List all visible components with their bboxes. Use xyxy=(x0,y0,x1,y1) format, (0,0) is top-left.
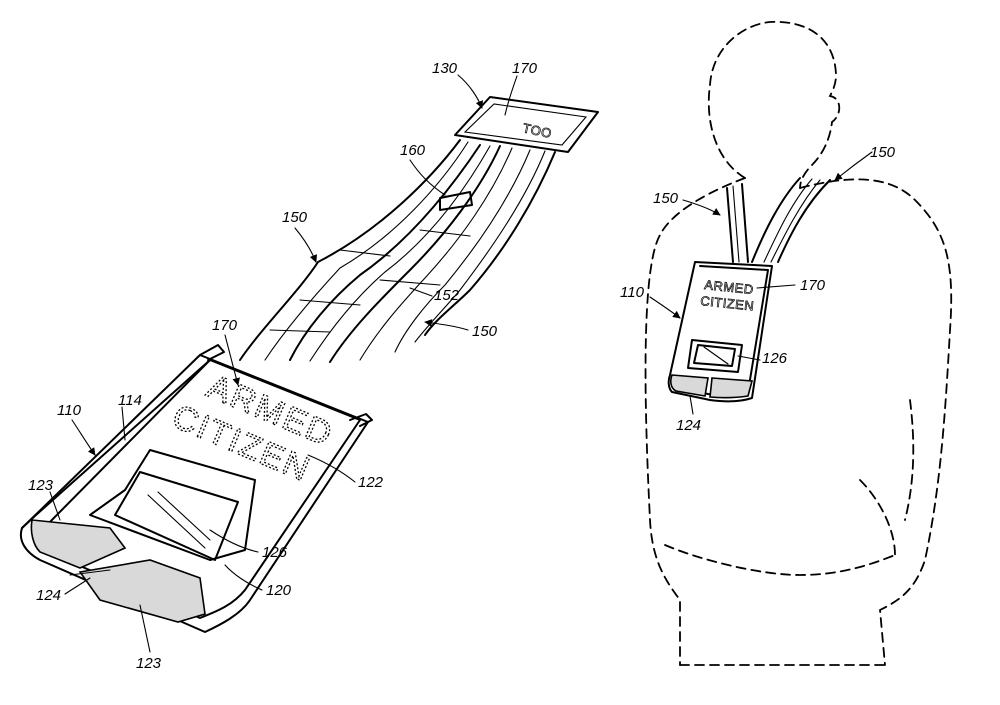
figure-left-strap-device: TOO xyxy=(20,60,599,672)
ref-114: 114 xyxy=(118,392,142,409)
ref-150-a: 150 xyxy=(653,190,679,207)
ref-130: 130 xyxy=(432,60,458,77)
leader-lines-left xyxy=(49,74,518,653)
ref-122: 122 xyxy=(358,474,384,491)
wearer-straps xyxy=(726,177,831,263)
ref-110: 110 xyxy=(620,284,645,301)
wearer-panel-text-citizen: CITIZEN xyxy=(700,293,755,314)
ref-123-bottom: 123 xyxy=(136,655,162,672)
ref-110: 110 xyxy=(57,402,82,419)
ref-120: 120 xyxy=(266,582,292,599)
ref-123-top: 123 xyxy=(28,477,54,494)
ref-160: 160 xyxy=(400,142,426,159)
strap-assembly xyxy=(239,139,556,363)
ref-labels-left: 130 170 160 150 152 150 170 110 114 122 … xyxy=(28,60,538,672)
ref-170: 170 xyxy=(800,277,826,294)
person-outline xyxy=(644,21,953,666)
ref-150-right: 150 xyxy=(472,323,498,340)
wearer-panel-text-armed: ARMED xyxy=(704,277,755,297)
ref-150-left: 150 xyxy=(282,209,308,226)
ref-labels-right: 150 150 110 170 126 124 xyxy=(620,144,896,434)
ref-124: 124 xyxy=(36,587,61,604)
leader-lines-right xyxy=(649,151,873,415)
ref-152: 152 xyxy=(434,287,460,304)
ref-170-mid: 170 xyxy=(212,317,238,334)
end-plate-text: TOO xyxy=(521,120,553,141)
wearer-panel: ARMED CITIZEN xyxy=(667,261,773,403)
ref-124: 124 xyxy=(676,417,701,434)
end-plate: TOO xyxy=(454,96,599,153)
ref-170-top: 170 xyxy=(512,60,538,77)
figure-right-wearer: ARMED CITIZEN 150 150 110 170 126 1 xyxy=(620,21,953,666)
ref-150-b: 150 xyxy=(870,144,896,161)
ref-126: 126 xyxy=(262,544,288,561)
ref-126: 126 xyxy=(762,350,788,367)
